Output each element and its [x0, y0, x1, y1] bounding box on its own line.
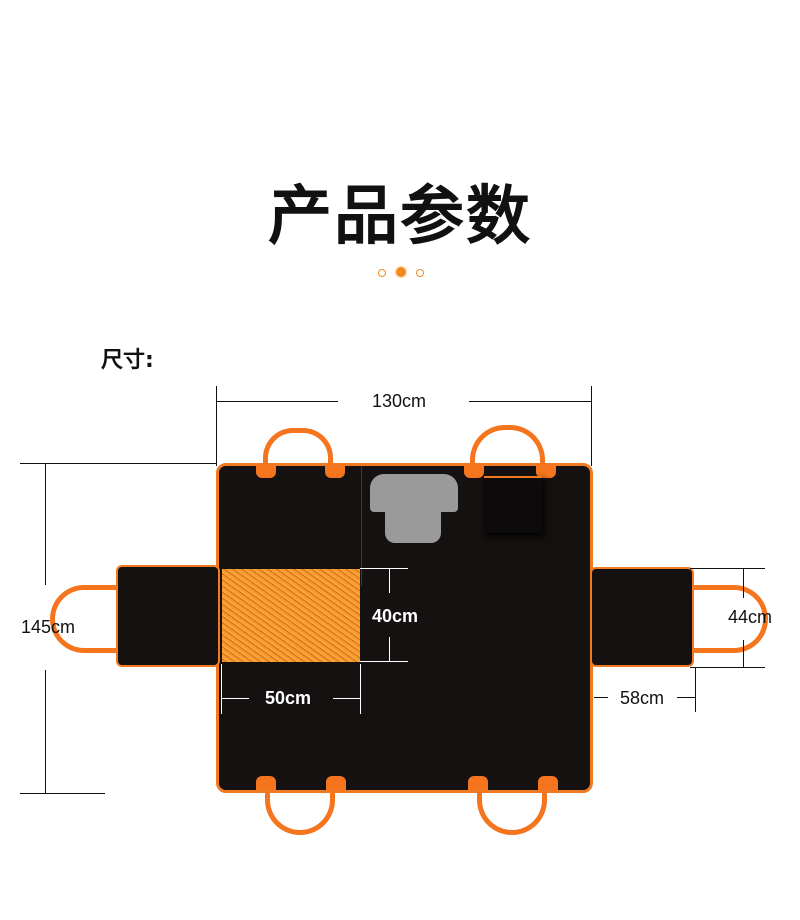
- anchor-tab: [325, 464, 345, 478]
- dim-line: [389, 637, 390, 662]
- dim-line: [45, 670, 46, 793]
- dim-line: [216, 401, 338, 402]
- bottom-right-strap: [477, 760, 547, 835]
- dim-line: [360, 568, 408, 569]
- bottom-left-strap: [265, 760, 335, 835]
- size-section-label: 尺寸:: [101, 348, 154, 373]
- width-dimension-label: 130cm: [372, 391, 427, 411]
- dim-line: [594, 697, 608, 698]
- dim-line: [695, 667, 696, 712]
- right-side-flap: [590, 567, 694, 667]
- dim-line: [20, 463, 216, 464]
- carousel-dot-3[interactable]: [416, 269, 424, 277]
- flap-height-label: 44cm: [728, 607, 773, 627]
- dim-line: [690, 568, 765, 569]
- left-side-strap: [50, 585, 130, 653]
- anchor-tab: [536, 464, 556, 478]
- dim-line: [591, 386, 592, 466]
- dim-line: [333, 698, 361, 699]
- storage-pocket: [484, 476, 542, 533]
- carousel-dot-1[interactable]: [378, 269, 386, 277]
- anchor-tab: [468, 776, 488, 790]
- towel-height-label: 40cm: [372, 606, 419, 626]
- dim-line: [690, 667, 765, 668]
- towel-width-label: 50cm: [265, 688, 312, 708]
- height-dimension-label: 145cm: [21, 617, 76, 637]
- dim-line: [221, 664, 222, 714]
- dim-line: [216, 386, 217, 466]
- dim-line: [469, 401, 591, 402]
- dim-line: [360, 664, 361, 714]
- top-left-strap: [263, 428, 333, 488]
- anchor-tab: [538, 776, 558, 790]
- dim-line: [360, 661, 408, 662]
- dim-line: [743, 640, 744, 667]
- left-side-flap: [116, 565, 220, 667]
- zipper-seam: [361, 466, 362, 586]
- flap-width-label: 58cm: [620, 688, 665, 708]
- carousel-dot-2-active[interactable]: [396, 267, 406, 277]
- anchor-tab: [464, 464, 484, 478]
- dim-line: [221, 698, 249, 699]
- dim-line: [389, 568, 390, 593]
- right-side-strap: [688, 585, 768, 653]
- dim-line: [677, 697, 695, 698]
- anchor-tab: [256, 464, 276, 478]
- anchor-tab: [256, 776, 276, 790]
- towel-pad: [222, 569, 360, 662]
- headrest-mesh-window-lower: [385, 505, 441, 543]
- page-title: 产品参数: [268, 180, 532, 254]
- anchor-tab: [326, 776, 346, 790]
- dim-line: [45, 463, 46, 585]
- top-right-strap: [470, 425, 545, 485]
- dim-line: [743, 568, 744, 598]
- dim-line: [20, 793, 105, 794]
- carousel-dots: [378, 267, 426, 279]
